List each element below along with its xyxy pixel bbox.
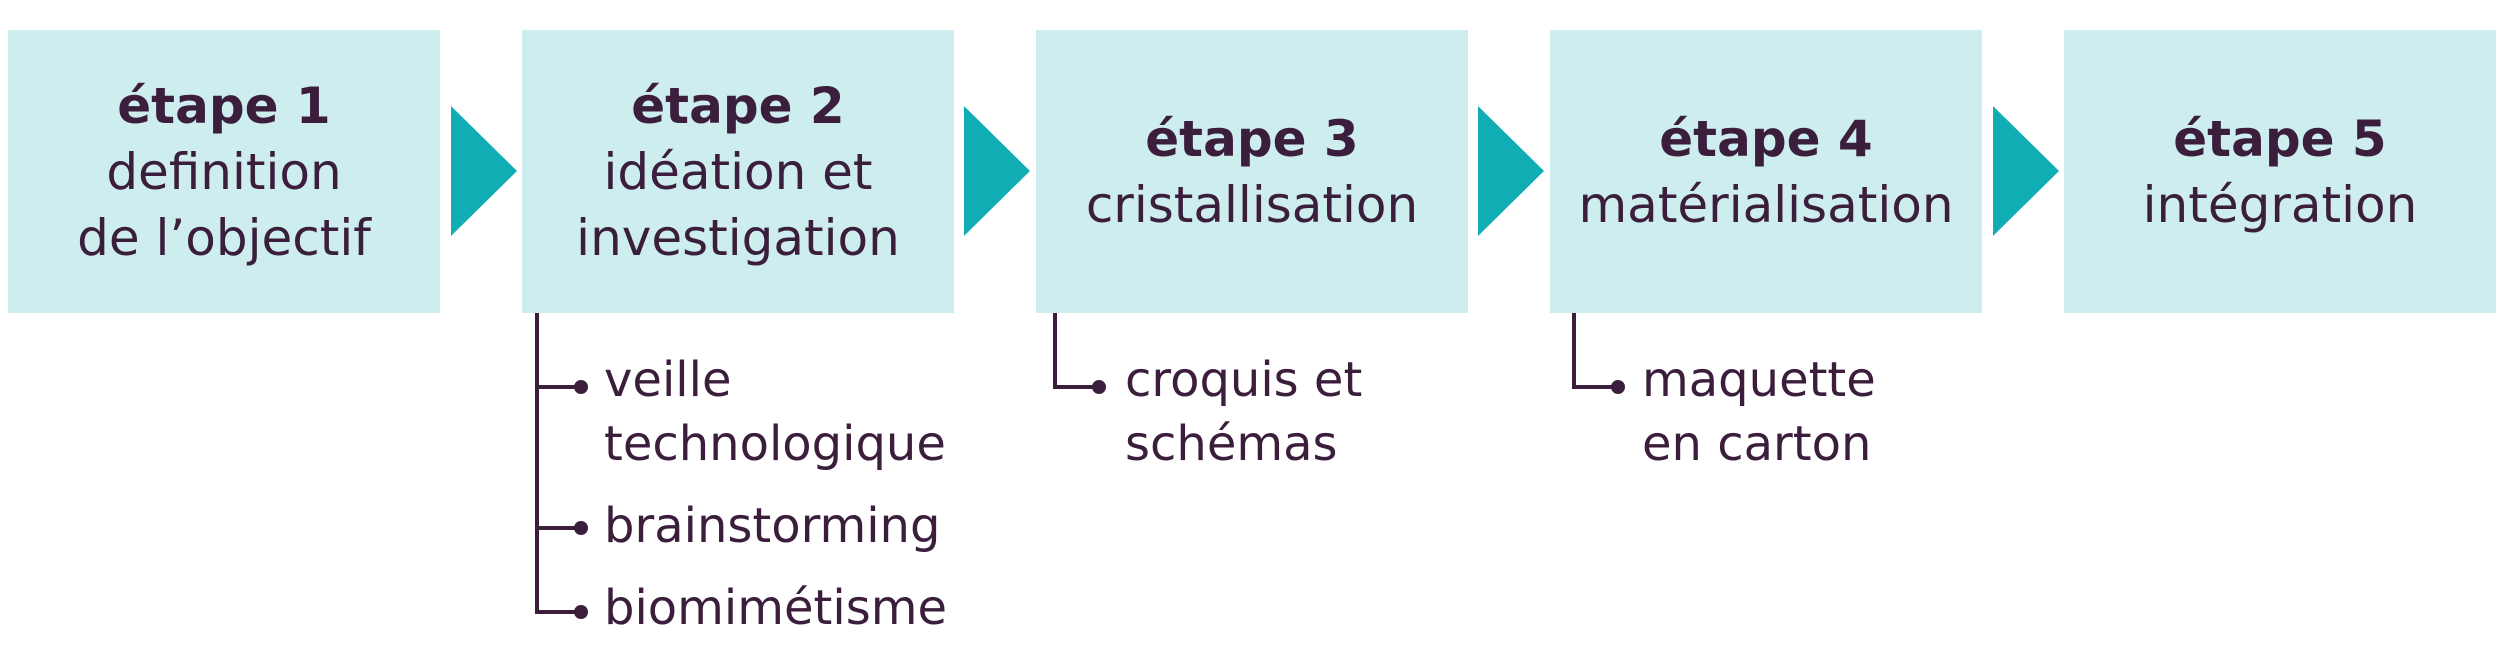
substep-croquis: croquis et bbox=[1125, 352, 1363, 408]
step-3-connector-vertical bbox=[1053, 313, 1057, 389]
step-4-bullet bbox=[1611, 380, 1625, 394]
arrow-3-4-icon bbox=[1478, 106, 1544, 236]
step-3-connector-branch bbox=[1053, 385, 1098, 389]
step-2-connector-branch-2 bbox=[535, 526, 580, 530]
step-3-title: étape 3 bbox=[1145, 109, 1359, 168]
step-3-bullet bbox=[1092, 380, 1106, 394]
step-2-line-1: idéation et bbox=[603, 142, 873, 201]
substep-maquette: maquette bbox=[1642, 352, 1876, 408]
step-5-title: étape 5 bbox=[2173, 109, 2387, 168]
step-4-connector-vertical bbox=[1572, 313, 1576, 389]
substep-technologique: technologique bbox=[604, 416, 946, 472]
step-2-title: étape 2 bbox=[631, 76, 845, 135]
step-1-title: étape 1 bbox=[117, 76, 331, 135]
substep-veille: veille bbox=[604, 352, 732, 408]
step-4-box: étape 4 matérialisation bbox=[1550, 30, 1982, 313]
step-4-line-1: matérialisation bbox=[1578, 175, 1954, 234]
step-1-box: étape 1 definition de l’objectif bbox=[8, 30, 440, 313]
step-1-line-1: definition bbox=[106, 142, 342, 201]
arrow-2-3-icon bbox=[964, 106, 1030, 236]
step-3-box: étape 3 cristallisation bbox=[1036, 30, 1468, 313]
step-3-line-1: cristallisation bbox=[1085, 175, 1419, 234]
substep-en-carton: en carton bbox=[1642, 416, 1872, 472]
step-4-title: étape 4 bbox=[1659, 109, 1873, 168]
step-2-bullet-3 bbox=[574, 605, 588, 619]
arrow-4-5-icon bbox=[1993, 106, 2059, 236]
step-1-line-2: de l’objectif bbox=[77, 208, 371, 267]
step-2-bullet-2 bbox=[574, 521, 588, 535]
substep-schemas: schémas bbox=[1125, 416, 1338, 472]
step-4-connector-branch bbox=[1572, 385, 1617, 389]
step-2-box: étape 2 idéation et investigation bbox=[522, 30, 954, 313]
step-2-connector-branch-1 bbox=[535, 385, 580, 389]
step-5-box: étape 5 intégration bbox=[2064, 30, 2496, 313]
substep-biomimetisme: biomimétisme bbox=[604, 580, 948, 636]
step-2-bullet-1 bbox=[574, 380, 588, 394]
step-2-connector-vertical bbox=[535, 313, 539, 614]
step-2-connector-branch-3 bbox=[535, 610, 580, 614]
step-2-line-2: investigation bbox=[576, 208, 900, 267]
step-5-line-1: intégration bbox=[2142, 175, 2418, 234]
substep-brainstorming: brainstorming bbox=[604, 498, 941, 554]
arrow-1-2-icon bbox=[451, 106, 517, 236]
